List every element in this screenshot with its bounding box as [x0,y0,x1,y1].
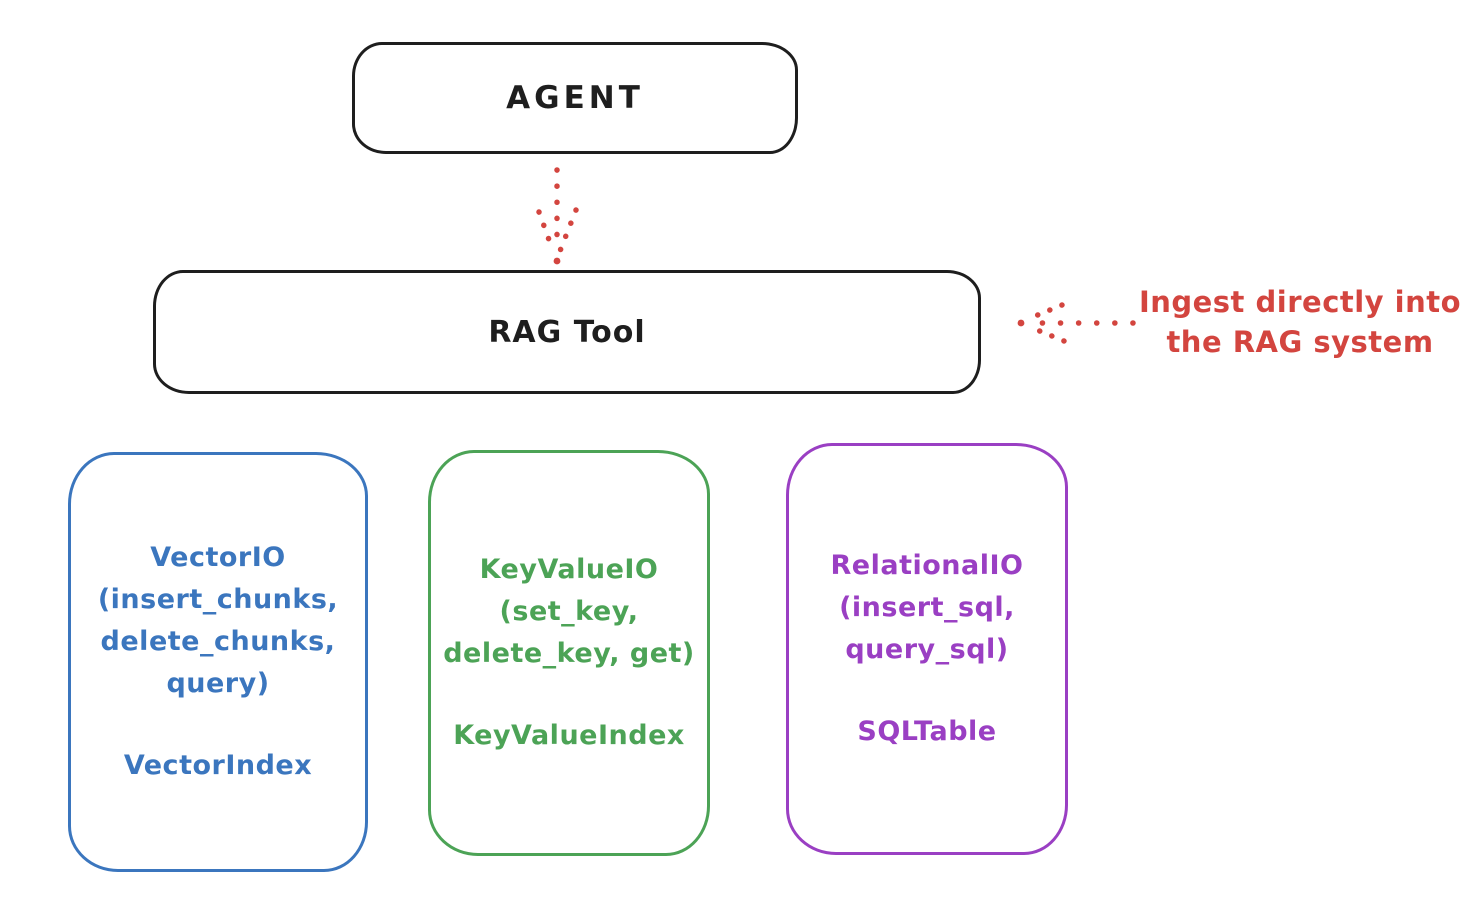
arrow-wing-bottom [1027,324,1067,344]
vector-io-methods-line: delete_chunks, [100,626,336,658]
arrow-tip [1017,319,1025,327]
vector-index-label: VectorIndex [123,749,313,781]
arrow-wing-right [557,207,579,254]
vector-io-title: VectorIO [150,542,286,574]
vector-io-methods-line: (insert_chunks, [97,584,339,616]
annotation-line-1: Ingest directly into [1138,285,1462,319]
arrow-agent-to-rag [536,167,579,265]
relational-io-node: RelationalIO (insert_sql, query_sql) SQL… [786,443,1068,855]
keyvalue-io-title: KeyValueIO [479,554,659,586]
keyvalue-io-methods-line: (set_key, [499,596,639,628]
keyvalue-io-node: KeyValueIO (set_key, delete_key, get) Ke… [428,450,710,856]
agent-label: AGENT [506,80,644,116]
relational-io-methods-line: query_sql) [845,634,1009,665]
rag-tool-node: RAG Tool [153,270,981,394]
arrow-wing-left [536,209,556,254]
sql-table-label: SQLTable [857,715,997,747]
agent-node: AGENT [352,42,798,154]
ingest-annotation: Ingest directly into the RAG system [1122,282,1478,362]
keyvalue-index-label: KeyValueIndex [453,719,685,751]
arrow-wing-top [1025,302,1065,322]
vector-io-methods-line: query) [166,667,270,699]
vector-io-node: VectorIO (insert_chunks, delete_chunks, … [68,452,368,872]
relational-io-title: RelationalIO [830,550,1024,582]
annotation-line-2: the RAG system [1166,325,1434,360]
arrow-tip [553,257,561,265]
arrow-ingest-annotation [1017,302,1136,344]
keyvalue-io-methods-line: delete_key, get) [443,638,695,669]
relational-io-methods-line: (insert_sql, [839,592,1015,624]
rag-tool-label: RAG Tool [488,314,646,350]
